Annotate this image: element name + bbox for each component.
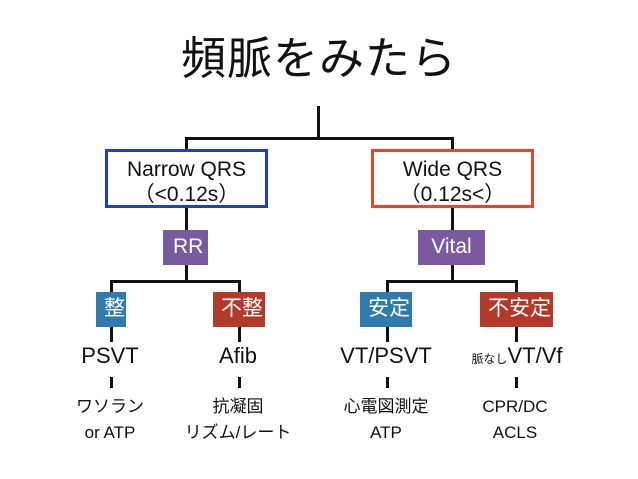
diagnosis-pulseless-vt-vf: 脈なしVT/Vf [452,345,582,367]
connector-rr-to-regular [110,280,113,292]
connector-wide-to-vital [451,208,454,230]
connector-rr-split [110,280,241,283]
connector-to-wide-qrs [451,137,454,150]
diagnosis-afib: Afib [219,343,257,368]
treatment-afib-line2: リズム/レート [184,423,292,442]
result-chip-irregular: 不整 [213,292,265,327]
criterion-chip-vital: Vital [418,230,485,265]
treatment-vt-psvt-line1: 心電図測定 [343,397,429,416]
treatment-vt-vf-line1: CPR/DC [482,397,548,416]
diagnosis-vt-psvt: VT/PSVT [340,343,432,368]
wide-qrs-label-line2: （0.12s<） [399,183,506,206]
treatment-psvt: ワソラン or ATP [50,394,170,446]
result-chip-regular: 整 [96,292,126,327]
narrow-qrs-label-line1: Narrow QRS [126,158,247,181]
treatment-afib: 抗凝固 リズム/レート [170,394,306,446]
treatment-vt-psvt-line2: ATP [370,423,402,442]
treatment-vt-psvt: 心電図測定 ATP [326,394,446,446]
wide-qrs-label-line1: Wide QRS [402,158,503,181]
result-chip-stable: 安定 [360,292,412,327]
connector-vital-split [386,280,518,283]
treatment-afib-line1: 抗凝固 [212,397,264,416]
connector-stable-to-vtpsvt [386,327,389,342]
criterion-chip-rr: RR [163,230,208,265]
narrow-qrs-box: Narrow QRS （<0.12s） [105,149,268,208]
diagnosis-psvt: PSVT [81,343,139,368]
connector-vital-stem [451,265,454,282]
connector-vital-to-stable [386,280,389,292]
connector-psvt-to-treatment [110,377,113,388]
connector-rr-stem [185,265,188,282]
connector-to-narrow-qrs [185,137,188,150]
page-title: 頻脈をみたら [180,33,457,84]
connector-vtpsvt-to-treatment [386,377,389,388]
narrow-qrs-label-line2: （<0.12s） [133,183,240,206]
connector-vital-to-unstable [515,280,518,292]
treatment-psvt-line1: ワソラン [76,397,144,416]
connector-narrow-to-rr [185,208,188,230]
connector-unstable-to-vtvf [515,327,518,342]
connector-top-split [185,137,454,140]
treatment-vt-vf-line2: ACLS [492,423,538,442]
connector-irregular-to-afib [238,327,241,342]
treatment-psvt-line2: or ATP [84,423,136,442]
connector-rr-to-irregular [238,280,241,292]
wide-qrs-box: Wide QRS （0.12s<） [371,149,534,208]
treatment-vt-vf: CPR/DC ACLS [455,394,575,446]
diagnosis-vt-vf-label: VT/Vf [507,343,563,368]
result-chip-unstable: 不安定 [480,292,553,327]
connector-root-stem [317,106,320,139]
connector-regular-to-psvt [110,327,113,342]
connector-afib-to-treatment [238,377,241,388]
diagnosis-pulseless-prefix: 脈なし [471,352,508,366]
connector-vtvf-to-treatment [515,377,518,388]
